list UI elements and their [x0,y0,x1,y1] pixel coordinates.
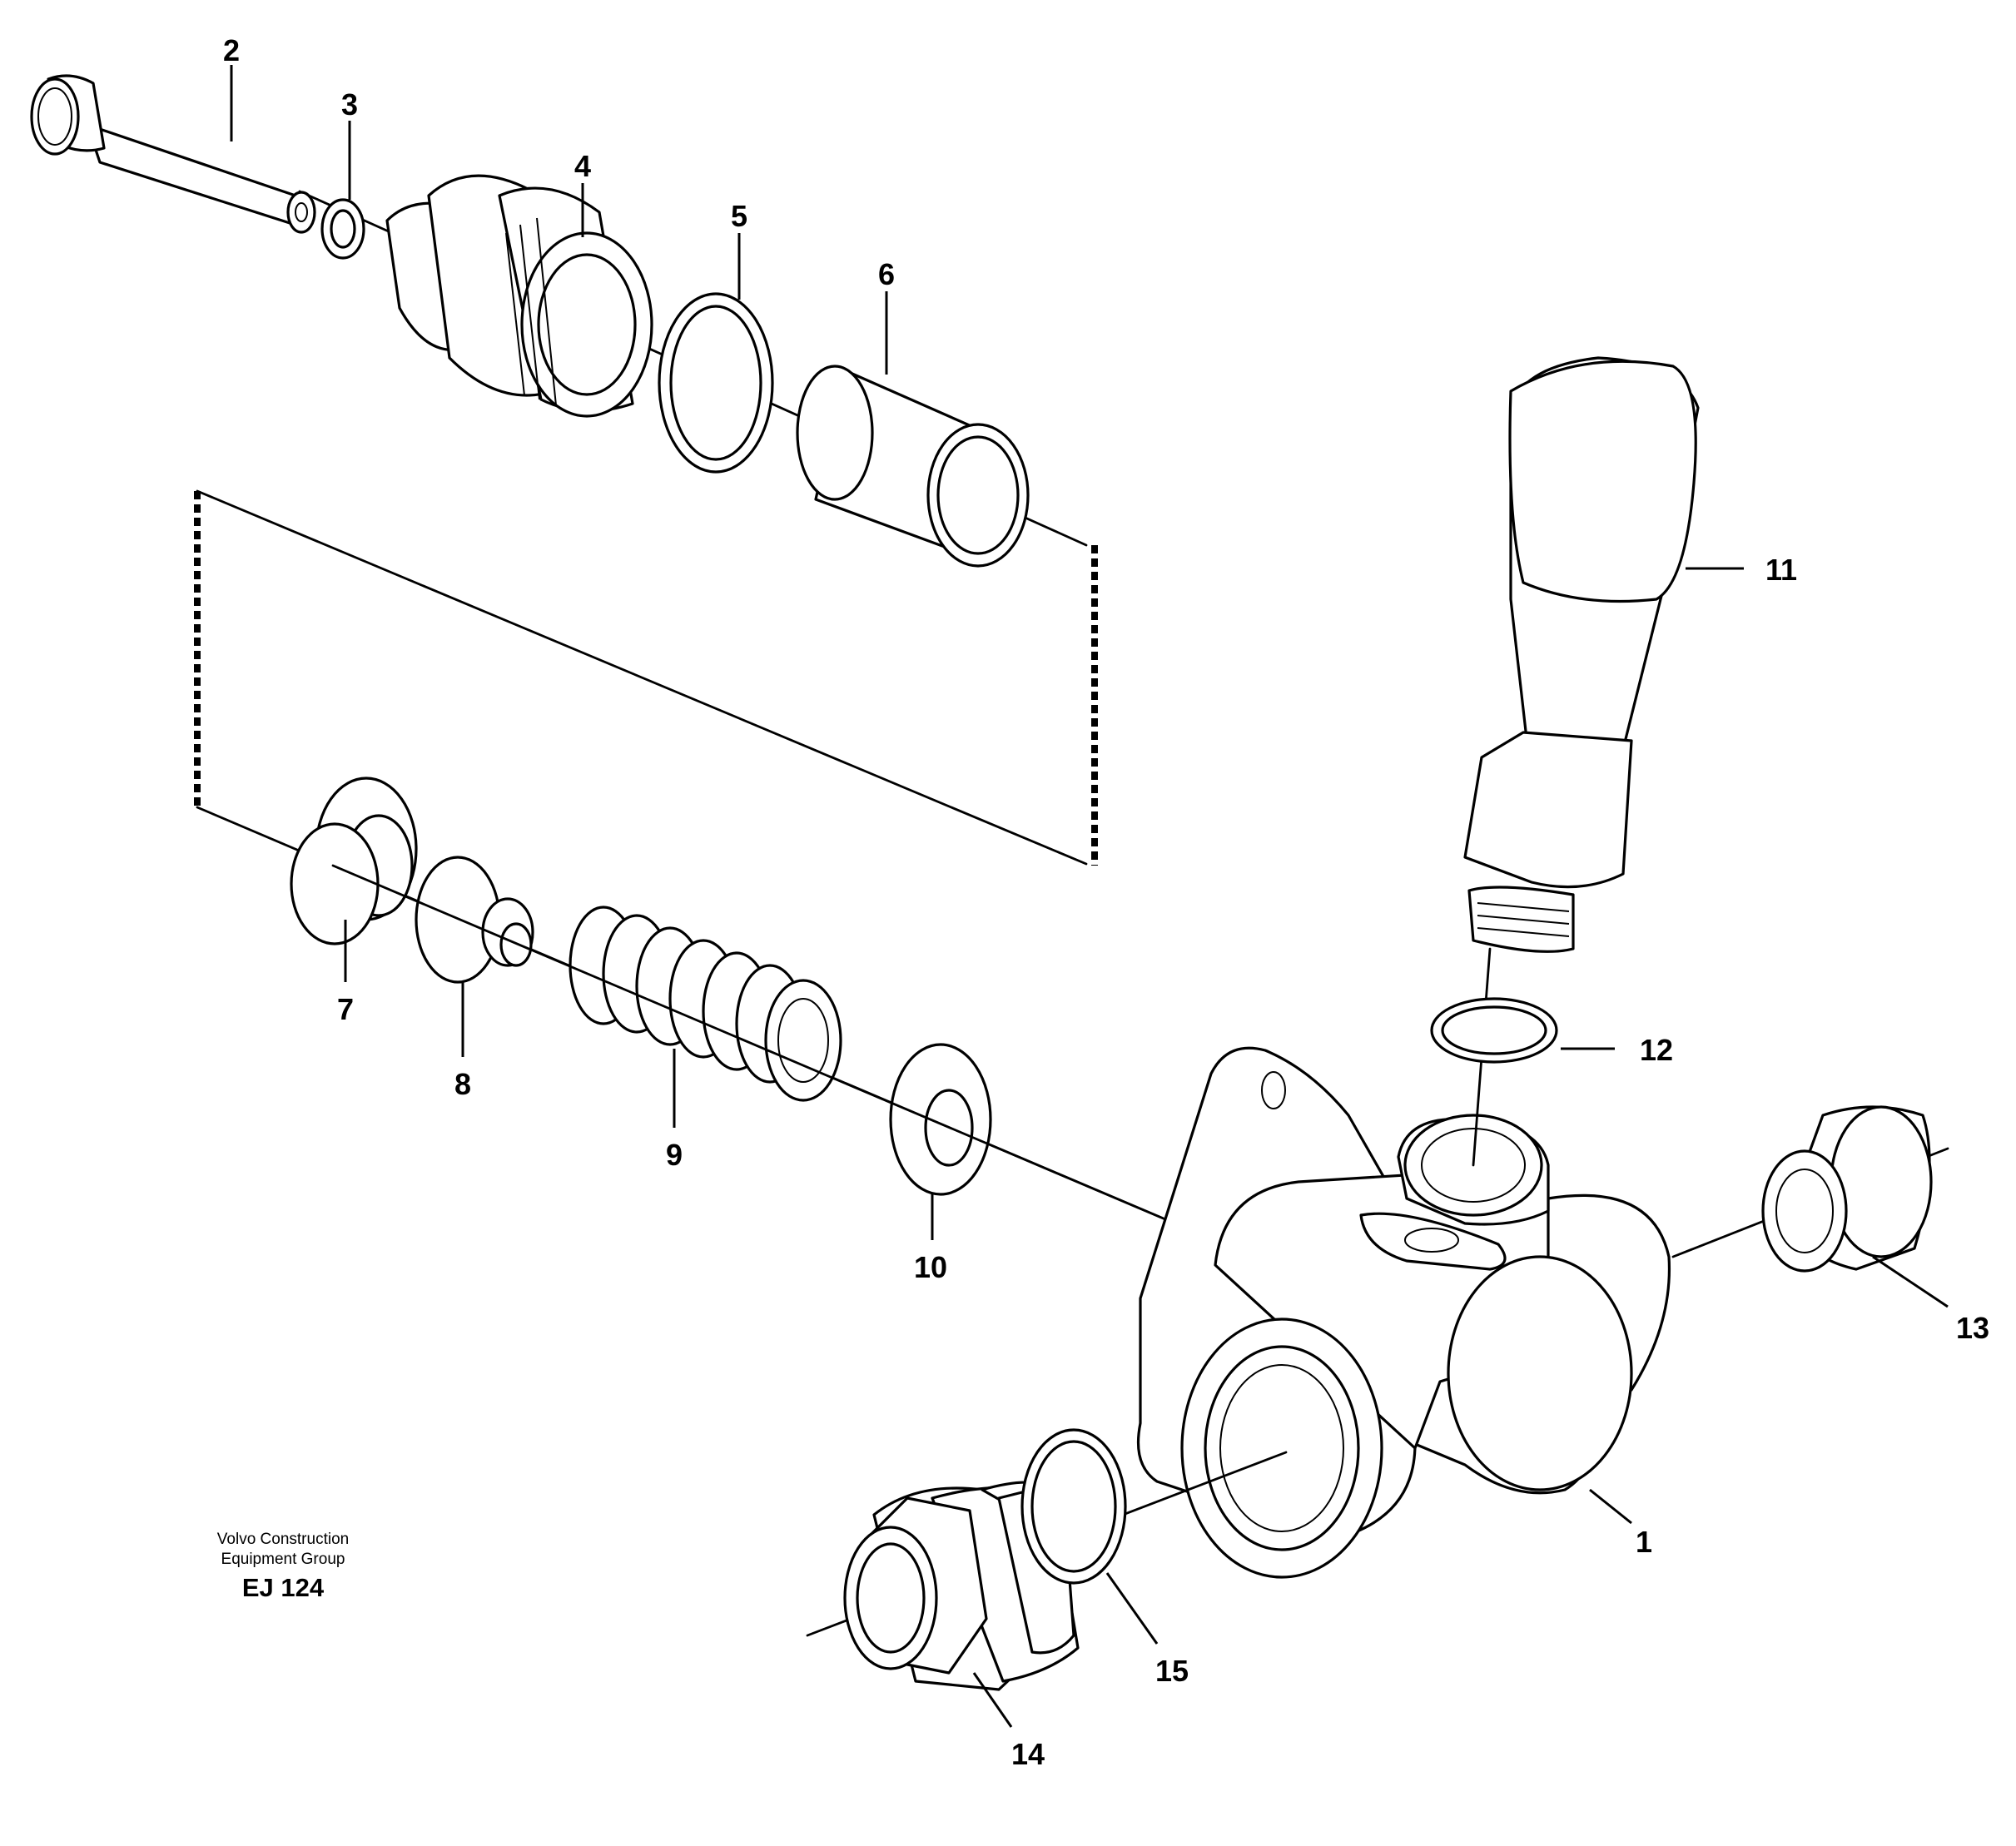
callout-11: 11 [1765,553,1797,587]
callout-6: 6 [878,257,895,291]
part-11-filter [1463,356,1700,953]
callout-14: 14 [1011,1737,1045,1771]
part-15-o-ring [1020,1428,1127,1585]
callout-5: 5 [731,199,747,233]
part-3-small-ring [320,198,365,260]
part-9-spring [569,906,842,1102]
part-8-valve-cap [415,856,534,984]
part-1-pump-housing [1137,1046,1671,1579]
callout-labels: 2 3 4 5 6 11 12 13 1 15 14 7 8 9 10 [223,33,1989,1771]
publisher-name-line1: Volvo Construction [216,1531,350,1548]
callout-15: 15 [1155,1654,1189,1688]
callout-9: 9 [666,1138,683,1172]
callout-2: 2 [223,33,240,67]
part-2-piston-rod [30,74,316,234]
part-14-hex-fitting [806,1451,1288,1691]
part-5-o-ring [658,292,774,474]
callout-8: 8 [454,1067,471,1101]
publisher-footer: Volvo Construction Equipment Group EJ 12… [158,1530,408,1603]
callout-10: 10 [914,1250,947,1284]
callout-13: 13 [1956,1311,1989,1345]
callout-3: 3 [341,87,358,122]
callout-12: 12 [1640,1033,1673,1067]
part-12-o-ring [1430,997,1558,1064]
part-4-bushing [385,174,653,418]
part-7-seal-ring [290,777,418,945]
callout-1: 1 [1636,1525,1652,1559]
part-13-union [1671,1105,1949,1273]
part-6-sleeve [796,365,1030,568]
publisher-name-line2: Equipment Group [221,1551,345,1568]
callout-4: 4 [574,149,591,183]
illustration-code: EJ 124 [241,1573,325,1602]
part-10-washer [889,1043,992,1196]
lower-assembly-axis [331,864,1167,1221]
callout-7: 7 [337,992,354,1026]
leader-lines [230,65,1949,1728]
